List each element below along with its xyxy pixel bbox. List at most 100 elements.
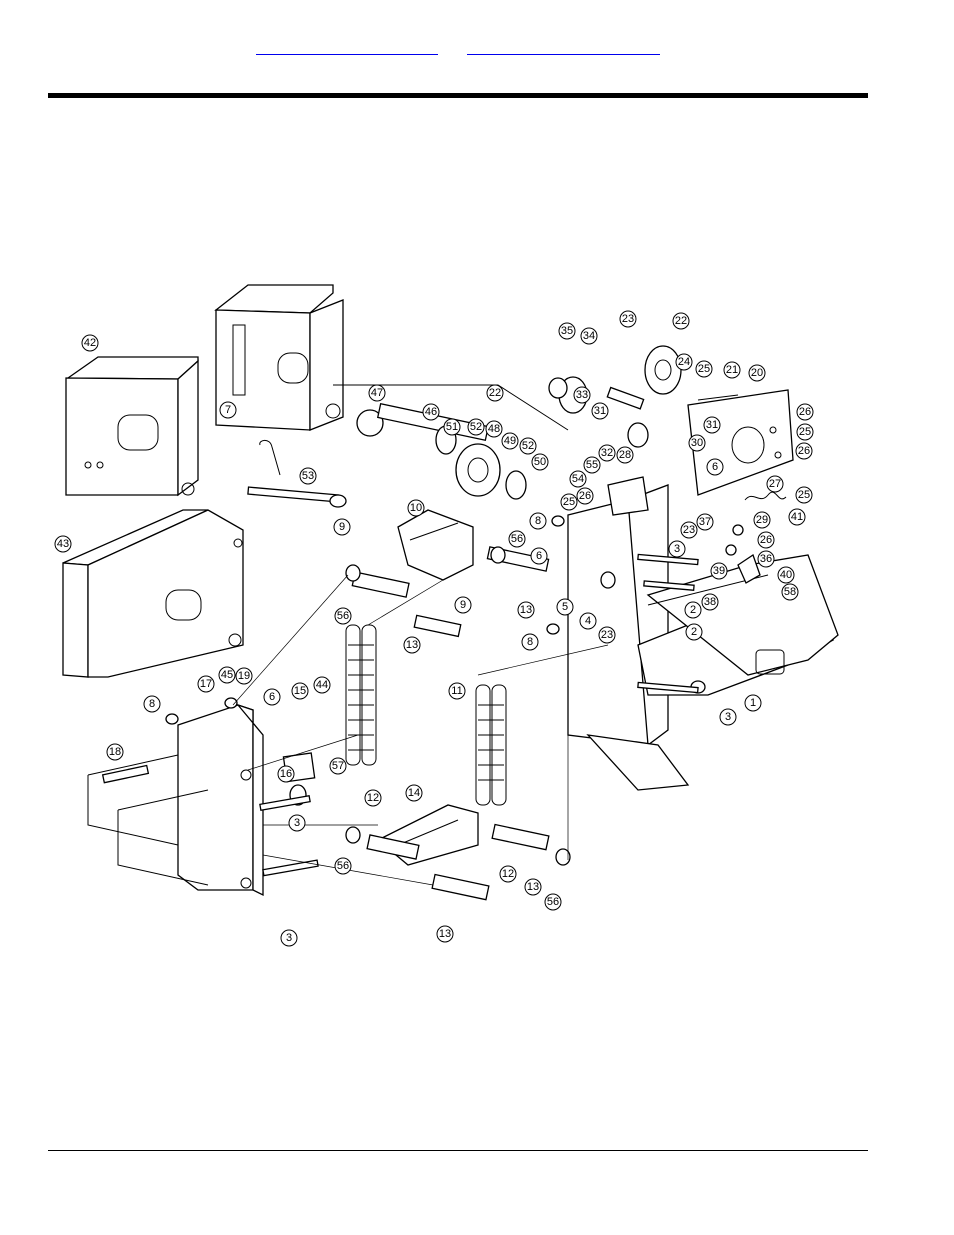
svg-text:26: 26 [760,534,772,546]
callout-12a: 12 [364,789,382,807]
frame-bracket-43 [62,509,244,678]
callout-55: 55 [583,456,601,474]
sprocket-assembly [548,345,682,448]
svg-text:55: 55 [586,459,598,471]
svg-text:25: 25 [799,426,811,438]
svg-text:31: 31 [594,405,606,417]
svg-text:13: 13 [520,604,532,616]
svg-text:25: 25 [563,496,575,508]
callout-31a: 31 [591,402,609,420]
svg-text:6: 6 [269,691,275,703]
callout-32: 32 [598,444,616,462]
callout-11: 11 [448,682,466,700]
svg-text:13: 13 [439,928,451,940]
callout-52: 52 [467,418,485,436]
svg-text:2: 2 [691,626,697,638]
callout-23a: 23 [619,310,637,328]
callout-18: 18 [106,743,124,761]
callout-40: 40 [777,566,795,584]
svg-text:31: 31 [706,419,718,431]
callout-1: 1 [744,694,762,712]
callout-46: 46 [422,403,440,421]
svg-text:27: 27 [769,478,781,490]
callout-25c: 25 [795,486,813,504]
svg-text:40: 40 [780,569,792,581]
callout-52b: 52 [519,437,537,455]
callout-56c: 56 [334,857,352,875]
callout-27: 27 [766,475,784,493]
callout-5: 5 [556,598,574,616]
svg-text:52: 52 [470,421,482,433]
svg-text:22: 22 [675,315,687,327]
footer-rule [48,1150,868,1151]
callout-24: 24 [675,353,693,371]
svg-text:45: 45 [221,669,233,681]
callout-4: 4 [579,612,597,630]
svg-text:48: 48 [488,423,500,435]
drive-shaft-assembly [333,384,569,500]
nav-link-right[interactable] [467,38,660,55]
callout-25a: 25 [695,360,713,378]
svg-text:34: 34 [583,330,595,342]
svg-text:29: 29 [756,514,768,526]
u-bolts-18 [87,754,209,886]
callout-17: 17 [197,675,215,693]
svg-text:56: 56 [511,533,523,545]
callout-53: 53 [299,467,317,485]
svg-text:30: 30 [691,437,703,449]
svg-text:9: 9 [460,599,466,611]
callout-8b: 8 [521,633,539,651]
callout-2b: 2 [685,623,703,641]
svg-text:6: 6 [712,461,718,473]
svg-text:19: 19 [238,670,250,682]
svg-text:38: 38 [704,596,716,608]
svg-text:7: 7 [225,404,231,416]
callout-26a: 26 [796,403,814,421]
svg-text:53: 53 [302,470,314,482]
svg-text:8: 8 [149,698,155,710]
callout-13a: 13 [403,636,421,654]
svg-text:5: 5 [562,601,568,613]
callout-56a: 56 [508,530,526,548]
callout-9a: 9 [333,518,351,536]
callout-30: 30 [688,434,706,452]
callout-25b: 25 [796,423,814,441]
svg-text:10: 10 [410,502,422,514]
svg-text:25: 25 [798,489,810,501]
callout-13d: 13 [436,925,454,943]
svg-text:14: 14 [408,787,420,799]
callout-15: 15 [291,682,309,700]
callout-43: 43 [54,535,72,553]
callout-48: 48 [485,420,503,438]
callout-58: 58 [781,583,799,601]
callout-3b: 3 [719,708,737,726]
upper-arm-10 [397,509,474,581]
svg-text:17: 17 [200,678,212,690]
mount-plate-17 [177,703,264,897]
svg-text:47: 47 [371,387,383,399]
callout-56d: 56 [544,893,562,911]
callout-14: 14 [405,784,423,802]
svg-text:15: 15 [294,685,306,697]
svg-text:56: 56 [547,896,559,908]
callout-54: 54 [569,470,587,488]
svg-text:12: 12 [367,792,379,804]
callout-36: 36 [757,550,775,568]
callout-26d: 26 [757,531,775,549]
callout-6c: 6 [263,688,281,706]
svg-text:16: 16 [280,768,292,780]
svg-text:51: 51 [446,421,458,433]
svg-text:22: 22 [489,387,501,399]
svg-text:33: 33 [576,389,588,401]
svg-text:23: 23 [683,524,695,536]
callout-8c: 8 [143,695,161,713]
callout-45: 45 [218,666,236,684]
callout-47: 47 [368,384,386,402]
svg-text:4: 4 [585,615,591,627]
callout-3c: 3 [288,814,306,832]
springs-11 [345,624,507,806]
svg-text:49: 49 [504,435,516,447]
callout-23b: 23 [680,521,698,539]
callout-13b: 13 [517,601,535,619]
nav-link-left[interactable] [256,38,438,55]
